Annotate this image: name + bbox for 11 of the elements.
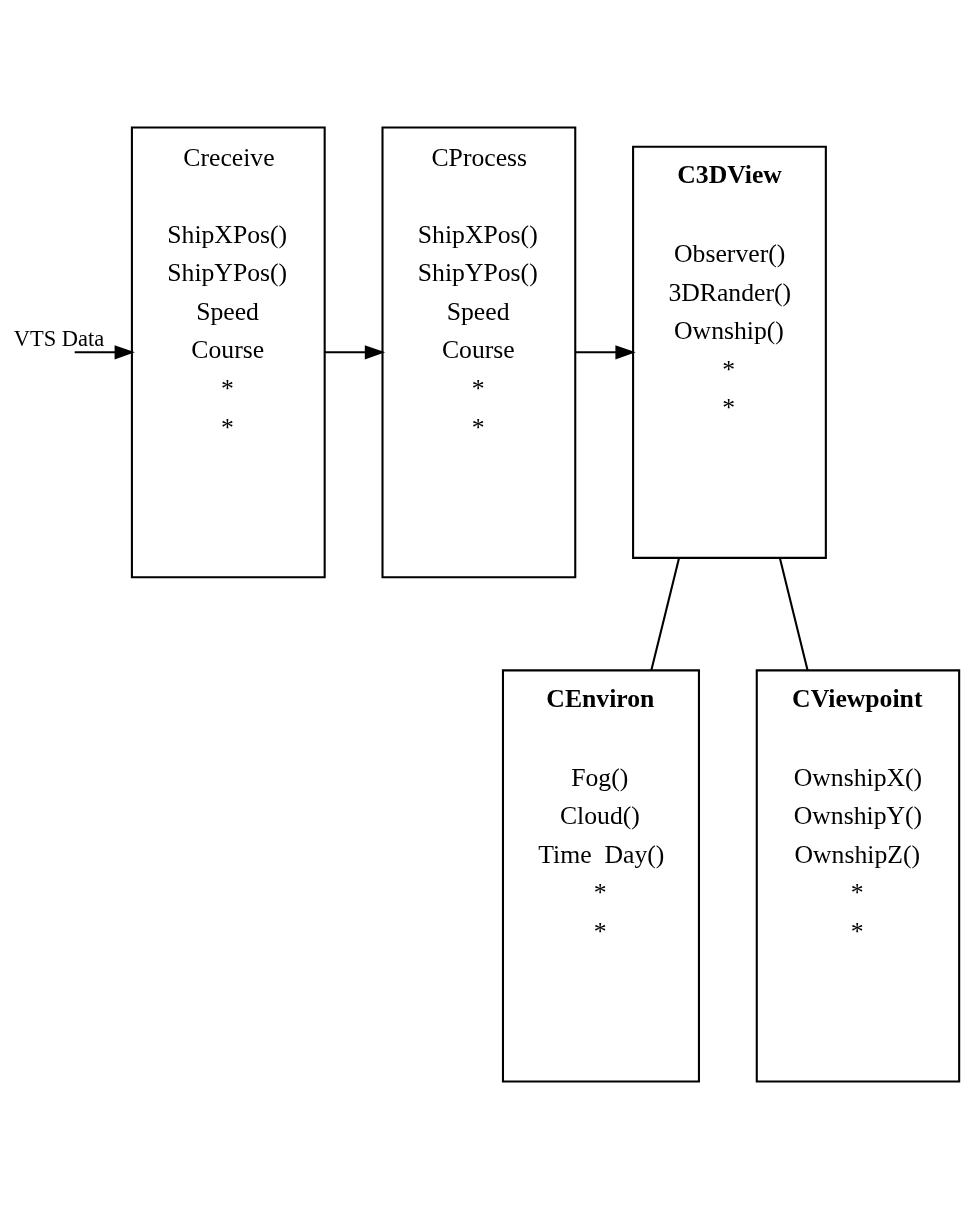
node-box: CEnviron Fog() Cloud() Time Day() * * [501,668,700,1083]
arrow [74,344,135,359]
arrow [324,344,386,359]
node-box: CProcess ShipXPos() ShipYPos() Speed Course * * [381,125,577,578]
connector [778,557,809,671]
arrow [575,344,636,359]
node-box: C3DView Observer() 3DRander() Ownship() * * [632,145,827,559]
connector [650,557,681,671]
node-box: Creceive ShipXPos() ShipYPos() Speed Course * * [130,125,326,578]
node-box: CViewpoint OwnshipX() OwnshipY() OwnshipZ() * * [755,668,961,1083]
edge-label: VTS Data [13,325,105,351]
